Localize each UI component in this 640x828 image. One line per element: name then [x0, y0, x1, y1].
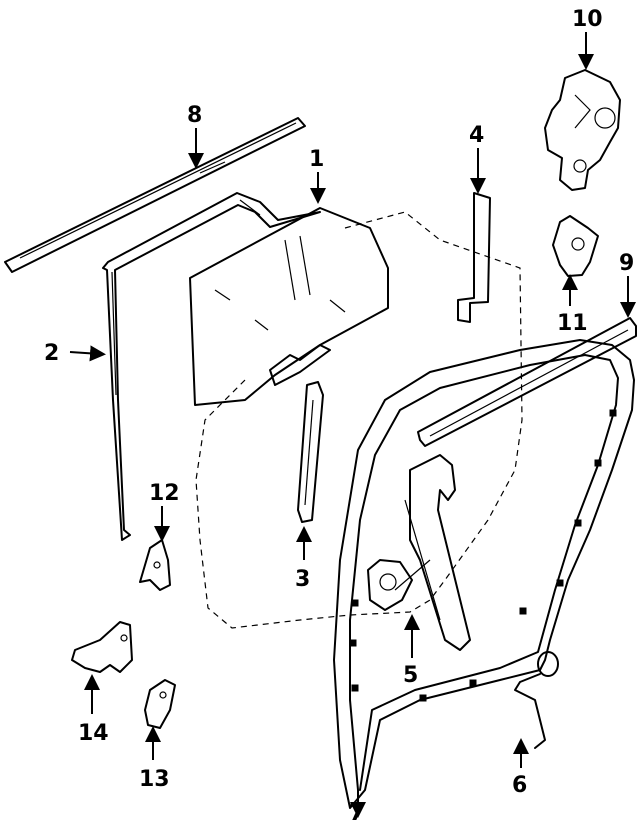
- lock-assembly: [544, 69, 621, 191]
- run-channel: [102, 192, 321, 541]
- door-shell-outline: [195, 211, 523, 629]
- callout-10: 10: [572, 7, 603, 32]
- callout-8: 8: [187, 103, 202, 128]
- callout-2: 2: [44, 341, 59, 366]
- callout-11: 11: [557, 311, 588, 336]
- door-check: [139, 539, 171, 591]
- handle-bracket: [552, 215, 599, 277]
- callout-12: 12: [149, 481, 180, 506]
- belt-weatherstrip-inner: [417, 317, 637, 447]
- upper-hinge: [71, 621, 133, 673]
- weatherstrip-clips: [349, 409, 617, 702]
- callout-1: 1: [309, 147, 324, 172]
- glass-guide: [457, 192, 491, 323]
- callout-6: 6: [512, 773, 527, 798]
- door-glass: [189, 207, 389, 406]
- lock-rod: [514, 651, 559, 749]
- callout-4: 4: [469, 123, 484, 148]
- window-regulator: [367, 454, 471, 651]
- callout-3: 3: [295, 567, 310, 592]
- callout-14: 14: [78, 721, 109, 746]
- callout-13: 13: [139, 767, 170, 792]
- lower-guide-channel: [297, 381, 324, 523]
- callout-7: 7: [349, 801, 364, 826]
- callout-9: 9: [619, 251, 634, 276]
- door-weatherstrip: [333, 339, 635, 809]
- leader-lines: [69, 32, 636, 818]
- callout-5: 5: [403, 663, 418, 688]
- lower-hinge: [144, 679, 176, 729]
